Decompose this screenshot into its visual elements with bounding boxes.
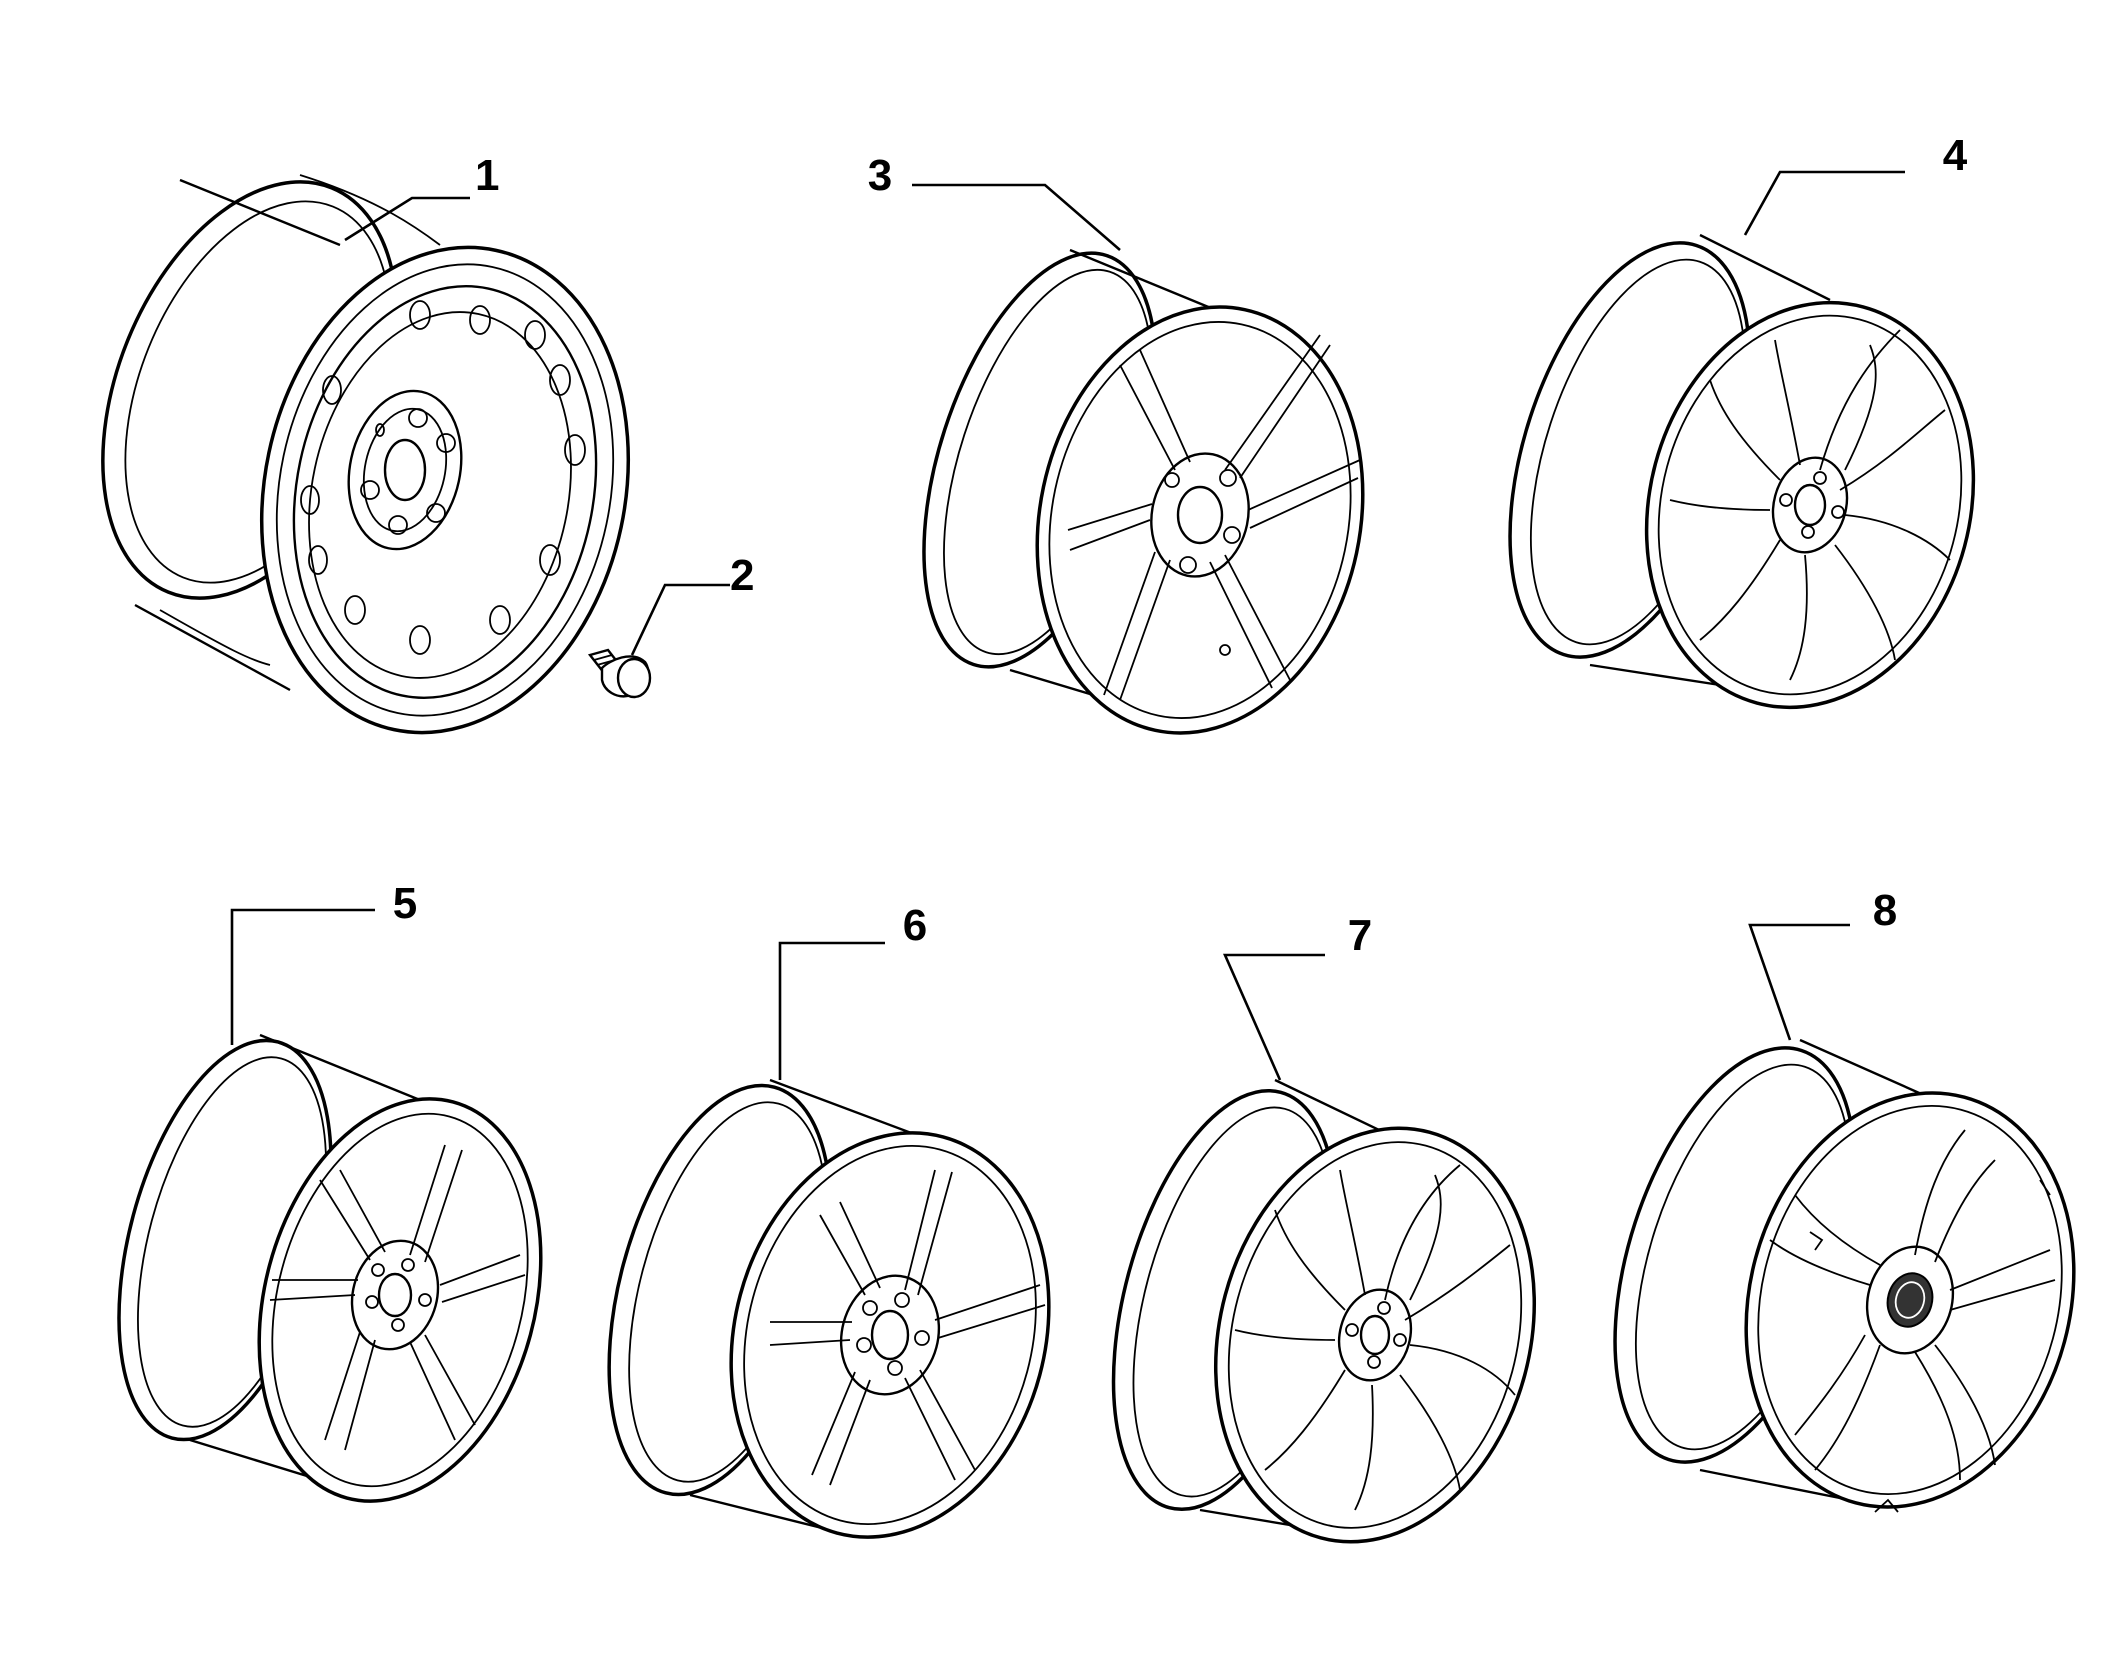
part-1-steel-wheel[interactable] bbox=[46, 138, 672, 767]
callout-3: 3 bbox=[868, 151, 1121, 251]
part-5-alloy-wheel[interactable] bbox=[80, 1017, 583, 1533]
part-3-alloy-wheel[interactable] bbox=[878, 225, 1401, 764]
callout-number-3: 3 bbox=[868, 151, 892, 200]
part-4-alloy-wheel[interactable] bbox=[1464, 213, 2018, 744]
callout-number-8: 8 bbox=[1873, 886, 1897, 935]
callout-7: 7 bbox=[1223, 911, 1372, 1081]
callout-1: 1 bbox=[344, 151, 499, 242]
part-2-wheel-bolt[interactable] bbox=[587, 648, 652, 699]
callout-number-4: 4 bbox=[1943, 131, 1968, 180]
callout-number-6: 6 bbox=[903, 901, 927, 950]
callout-8: 8 bbox=[1748, 886, 1897, 1041]
part-7-alloy-wheel[interactable] bbox=[1073, 1066, 1579, 1578]
callout-number-2: 2 bbox=[730, 551, 754, 600]
callout-6: 6 bbox=[778, 901, 927, 1080]
callout-number-7: 7 bbox=[1348, 911, 1372, 960]
callout-number-5: 5 bbox=[393, 879, 417, 928]
callout-5: 5 bbox=[230, 879, 417, 1045]
callout-4: 4 bbox=[1743, 131, 1968, 236]
part-8-alloy-wheel[interactable] bbox=[1569, 1018, 2119, 1544]
part-6-alloy-wheel[interactable] bbox=[569, 1061, 1093, 1573]
callout-2: 2 bbox=[630, 551, 754, 656]
callout-number-1: 1 bbox=[475, 151, 499, 200]
